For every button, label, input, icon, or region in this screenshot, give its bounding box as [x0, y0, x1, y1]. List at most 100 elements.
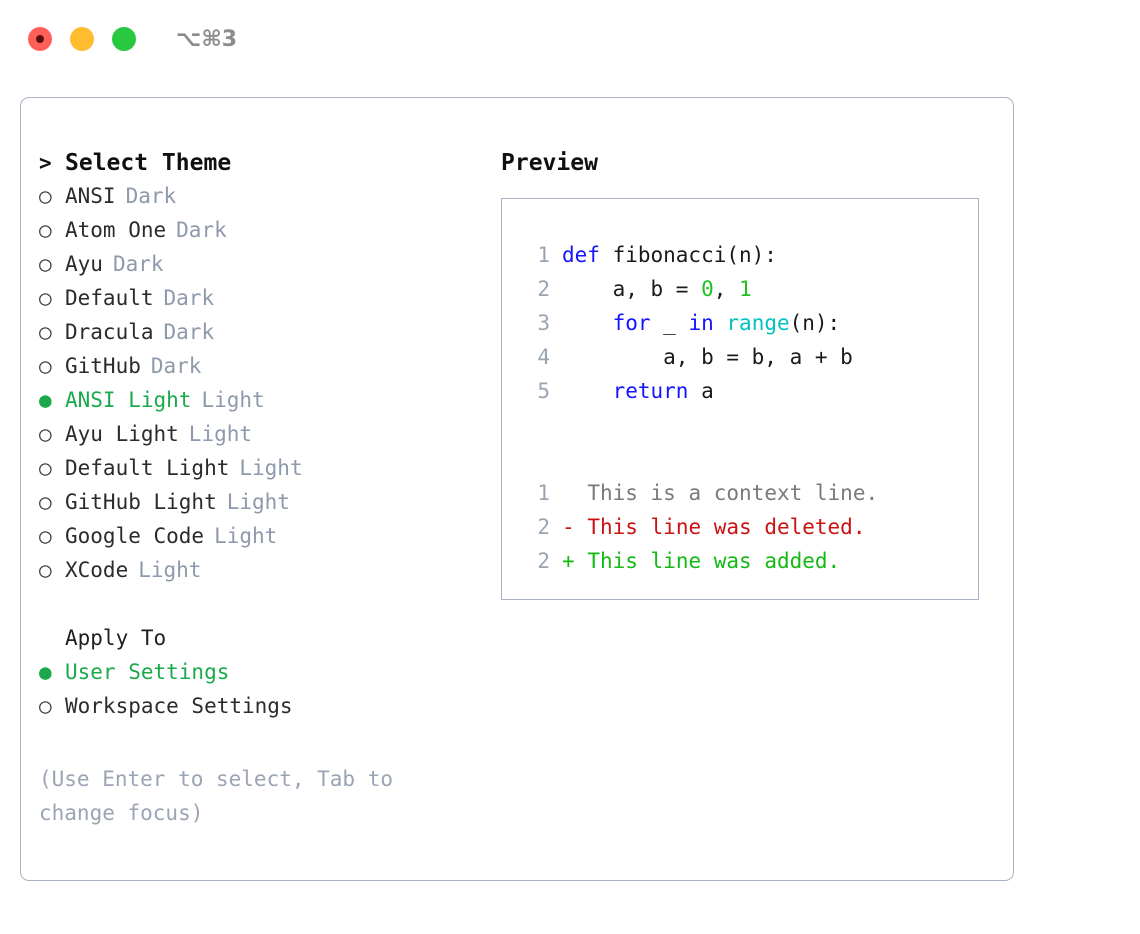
code-line: 5 return a	[516, 379, 978, 413]
theme-name: Atom One	[65, 218, 167, 242]
radio-icon[interactable]: ○	[39, 694, 52, 718]
theme-list-item[interactable]: ○ Dracula Dark	[39, 320, 479, 354]
code-line: 3 for _ in range (n):	[516, 311, 978, 345]
theme-list-item-selected[interactable]: ● ANSI Light Light	[39, 388, 479, 422]
theme-variant-badge: Light	[239, 456, 303, 480]
preview-column: Preview 1 def fibonacci(n): 2 a, b = 0 ,…	[501, 150, 991, 600]
code-token: return	[612, 379, 689, 403]
diff-text: This is a context line.	[587, 481, 879, 505]
theme-selection-column: > Select Theme ○ ANSI Dark ○ Atom One Da…	[39, 150, 479, 830]
code-token: for	[612, 311, 651, 335]
main-panel: > Select Theme ○ ANSI Dark ○ Atom One Da…	[20, 97, 1014, 881]
diff-text	[575, 481, 588, 505]
code-token: def	[562, 243, 613, 267]
diff-line-context: 1 This is a context line.	[516, 481, 978, 515]
apply-to-list: ● User Settings ○ Workspace Settings	[39, 660, 479, 728]
radio-icon[interactable]: ○	[39, 524, 52, 548]
code-line: 4 a, b = b, a + b	[516, 345, 978, 379]
diff-text: This line was deleted.	[587, 515, 866, 539]
code-token: _	[650, 311, 689, 335]
theme-list-item[interactable]: ○ Atom One Dark	[39, 218, 479, 252]
maximize-window-icon[interactable]	[112, 27, 136, 51]
line-number: 2	[537, 515, 550, 539]
theme-name: Default	[65, 286, 154, 310]
diff-text	[575, 515, 588, 539]
theme-variant-badge: Light	[214, 524, 278, 548]
radio-icon[interactable]: ○	[39, 286, 52, 310]
code-blank-line	[516, 447, 978, 481]
theme-list-item[interactable]: ○ Google Code Light	[39, 524, 479, 558]
line-number: 2	[537, 277, 550, 301]
select-theme-header: > Select Theme	[39, 150, 479, 184]
line-number: 1	[537, 243, 550, 267]
code-token	[562, 311, 613, 335]
code-token: 0	[701, 277, 714, 301]
apply-to-title: Apply To	[65, 626, 167, 650]
theme-variant-badge: Dark	[176, 218, 227, 242]
code-token: fibonacci(n):	[612, 243, 777, 267]
preview-title: Preview	[501, 150, 598, 176]
line-number: 4	[537, 345, 550, 369]
panel-inner: > Select Theme ○ ANSI Dark ○ Atom One Da…	[21, 98, 1013, 880]
theme-list-item[interactable]: ○ Default Light Light	[39, 456, 479, 490]
theme-variant-badge: Light	[138, 558, 202, 582]
radio-icon[interactable]: ○	[39, 558, 52, 582]
theme-variant-badge: Light	[188, 422, 253, 446]
title-bar: ⌥⌘3	[0, 0, 1140, 78]
apply-to-item[interactable]: ○ Workspace Settings	[39, 694, 479, 728]
radio-icon[interactable]: ○	[39, 456, 52, 480]
theme-list-item[interactable]: ○ ANSI Dark	[39, 184, 479, 218]
minimize-window-icon[interactable]	[70, 27, 94, 51]
radio-icon[interactable]: ○	[39, 354, 52, 378]
theme-name: Google Code	[65, 524, 205, 548]
diff-line-deleted: 2 - This line was deleted.	[516, 515, 978, 549]
diff-sign: -	[562, 515, 575, 539]
theme-list-item[interactable]: ○ XCode Light	[39, 558, 479, 592]
line-number: 3	[537, 311, 550, 335]
theme-name: Default Light	[65, 456, 230, 480]
theme-list-item[interactable]: ○ Default Dark	[39, 286, 479, 320]
theme-list-item[interactable]: ○ GitHub Dark	[39, 354, 479, 388]
radio-selected-icon[interactable]: ●	[39, 660, 52, 684]
keyboard-shortcut-label: ⌥⌘3	[176, 26, 238, 52]
theme-name: ANSI Light	[65, 388, 192, 412]
select-theme-title: Select Theme	[65, 150, 232, 176]
theme-variant-badge: Dark	[150, 354, 202, 378]
code-token: range	[726, 311, 790, 335]
hint-spacer	[39, 728, 479, 762]
close-window-icon[interactable]	[28, 27, 52, 51]
theme-list: ○ ANSI Dark ○ Atom One Dark ○ Ayu Dark	[39, 184, 479, 592]
theme-list-item[interactable]: ○ Ayu Light Light	[39, 422, 479, 456]
radio-icon[interactable]: ○	[39, 320, 52, 344]
radio-icon[interactable]: ○	[39, 490, 52, 514]
radio-selected-icon[interactable]: ●	[39, 388, 52, 412]
radio-icon[interactable]: ○	[39, 252, 52, 276]
code-token: a, b = b, a + b	[562, 345, 853, 369]
close-dot	[36, 35, 44, 43]
line-number: 5	[537, 379, 550, 403]
caret-icon: >	[39, 151, 52, 175]
code-token	[714, 311, 727, 335]
diff-text	[575, 549, 588, 573]
theme-list-item[interactable]: ○ Ayu Dark	[39, 252, 479, 286]
code-token: (n):	[789, 311, 841, 335]
diff-sign: +	[562, 549, 575, 573]
diff-sign	[562, 481, 575, 505]
code-token: a, b =	[562, 277, 702, 301]
radio-icon[interactable]: ○	[39, 422, 52, 446]
preview-box: 1 def fibonacci(n): 2 a, b = 0 , 1 3	[501, 198, 979, 600]
theme-variant-badge: Light	[226, 490, 290, 514]
apply-to-label: User Settings	[65, 660, 230, 684]
apply-to-label: Workspace Settings	[65, 694, 293, 718]
code-token: in	[688, 311, 714, 335]
apply-to-item-selected[interactable]: ● User Settings	[39, 660, 479, 694]
code-line: 2 a, b = 0 , 1	[516, 277, 978, 311]
radio-icon[interactable]: ○	[39, 218, 52, 242]
theme-variant-badge: Light	[201, 388, 265, 412]
theme-list-item[interactable]: ○ GitHub Light Light	[39, 490, 479, 524]
theme-name: Ayu	[65, 252, 103, 276]
radio-icon[interactable]: ○	[39, 184, 52, 208]
theme-variant-badge: Dark	[163, 286, 215, 310]
theme-name: Dracula	[65, 320, 154, 344]
